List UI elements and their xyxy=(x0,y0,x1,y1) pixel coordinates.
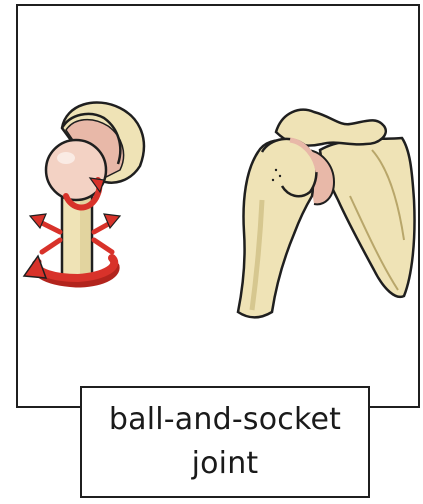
ball-joint-rotation-icon xyxy=(24,102,144,284)
shoulder-bones-icon xyxy=(238,110,415,317)
label-box: ball-and-socket joint xyxy=(80,386,370,498)
joint-type-label: ball-and-socket joint xyxy=(100,398,350,486)
